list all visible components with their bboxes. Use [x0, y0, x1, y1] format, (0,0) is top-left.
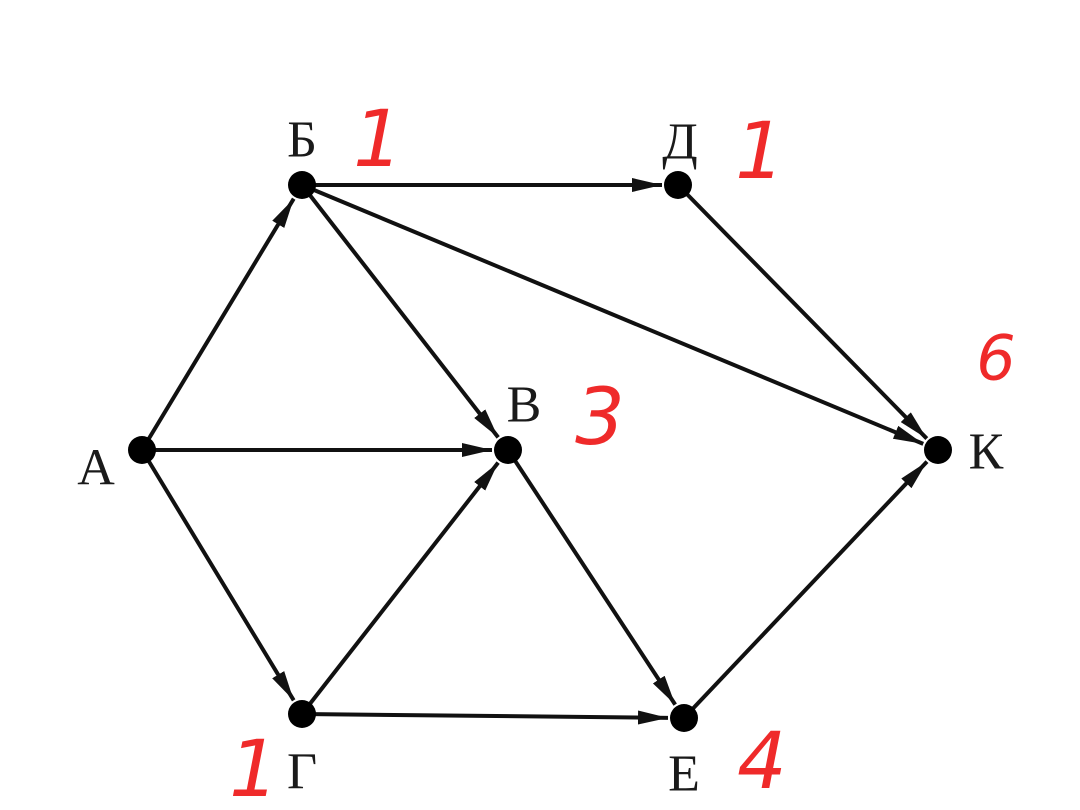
node-label-g: Г — [287, 744, 317, 801]
nodes-layer — [128, 171, 952, 732]
edge-b-v — [300, 183, 500, 439]
node-a — [128, 436, 156, 464]
annotation-v: 3 — [575, 373, 625, 463]
node-d — [664, 171, 692, 199]
node-e — [670, 704, 698, 732]
node-g — [288, 700, 316, 728]
edge-g-e — [301, 710, 669, 725]
edge-a-b — [140, 197, 296, 452]
edge-d-k — [676, 183, 929, 440]
node-label-e: Е — [668, 746, 700, 803]
node-v — [494, 436, 522, 464]
annotation-k: 6 — [976, 322, 1015, 395]
edge-v-e — [506, 448, 677, 706]
edge-g-v — [300, 461, 500, 716]
edge-a-g — [140, 448, 296, 702]
edge-b-k — [301, 183, 925, 446]
node-label-v: В — [507, 377, 542, 434]
annotation-e: 4 — [737, 717, 787, 807]
node-b — [288, 171, 316, 199]
node-k — [924, 436, 952, 464]
annotation-g: 1 — [229, 725, 279, 810]
node-label-d: Д — [662, 114, 697, 171]
edges-layer — [140, 178, 929, 725]
annotation-d: 1 — [735, 107, 785, 197]
node-label-a: А — [77, 440, 115, 497]
node-label-k: К — [969, 424, 1004, 481]
node-label-b: Б — [287, 112, 317, 169]
annotation-b: 1 — [353, 95, 403, 185]
edge-e-k — [682, 460, 929, 720]
